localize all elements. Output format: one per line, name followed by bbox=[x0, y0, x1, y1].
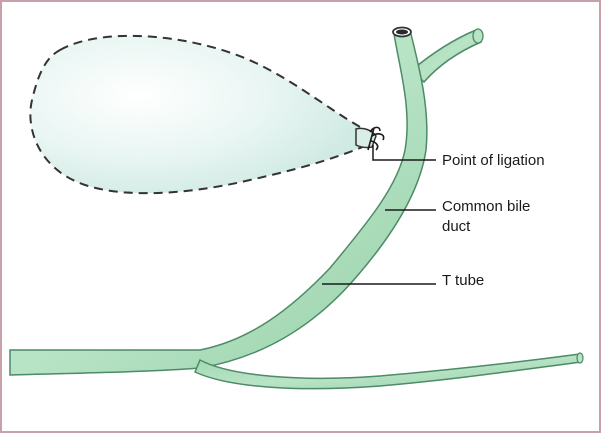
label-common-bile-duct: Common bile bbox=[442, 198, 530, 216]
gallbladder-outline bbox=[30, 36, 367, 193]
lower-branch-end bbox=[577, 353, 583, 363]
label-common-bile-duct-line2: duct bbox=[442, 218, 470, 236]
t-tube-lower-branch bbox=[195, 354, 581, 389]
hepatic-duct-right-branch bbox=[412, 30, 481, 82]
label-point-of-ligation: Point of ligation bbox=[442, 152, 545, 170]
branch-cut-end bbox=[473, 29, 483, 43]
duct-cut-lumen bbox=[396, 30, 408, 35]
label-t-tube: T tube bbox=[442, 272, 484, 290]
